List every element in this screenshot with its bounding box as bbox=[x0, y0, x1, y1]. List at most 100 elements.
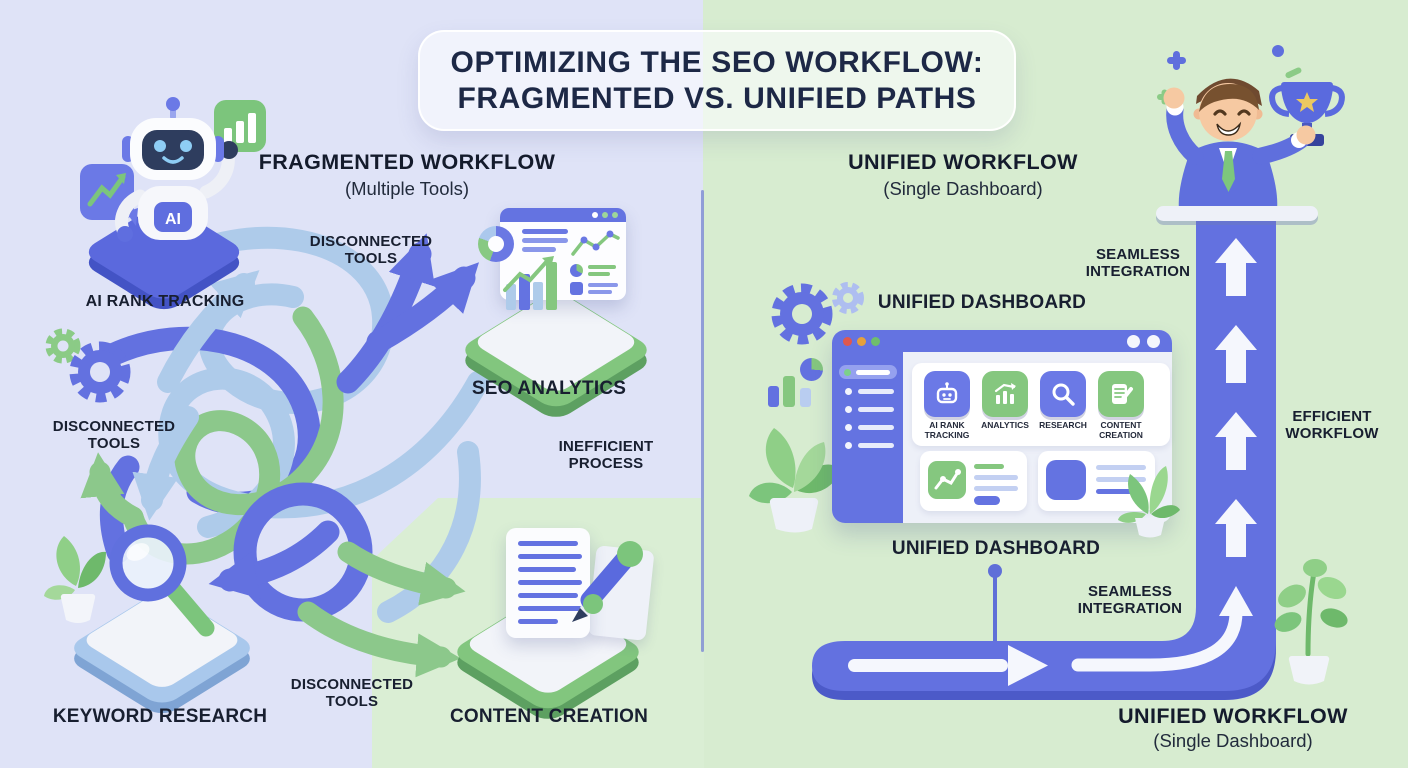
raised-arm bbox=[1166, 101, 1204, 165]
right-section-heading: UNIFIED WORKFLOW (Single Dashboard) bbox=[848, 150, 1078, 200]
report-card bbox=[920, 451, 1027, 511]
plant-icon bbox=[1118, 466, 1180, 538]
label-efficient-workflow: EFFICIENT WORKFLOW bbox=[1285, 408, 1379, 443]
window-dot-orange bbox=[857, 337, 866, 346]
module-label: CONTENT CREATION bbox=[1099, 420, 1143, 440]
text-line bbox=[588, 283, 618, 287]
title-banner: OPTIMIZING THE SEO WORKFLOW: FRAGMENTED … bbox=[418, 30, 1016, 131]
label-inefficient-process: INEFFICIENT PROCESS bbox=[558, 438, 654, 473]
window-dot-green bbox=[871, 337, 880, 346]
left-subheading: (Multiple Tools) bbox=[344, 178, 470, 199]
tie bbox=[1222, 151, 1235, 192]
gears-icon bbox=[45, 328, 131, 403]
pie-chart-icon bbox=[800, 358, 823, 381]
text-line bbox=[522, 247, 556, 252]
document-edit-icon bbox=[1112, 384, 1133, 404]
label-seamless-integration-top: SEAMLESS INTEGRATION bbox=[1085, 246, 1191, 281]
document-illustration bbox=[506, 528, 590, 638]
text-line bbox=[522, 229, 568, 234]
module-tile-content bbox=[1098, 371, 1144, 417]
hand bbox=[1296, 125, 1316, 145]
blue-tile bbox=[1046, 460, 1086, 500]
panel-divider-line bbox=[701, 190, 704, 652]
label-disconnected-tools-bottom: DISCONNECTED TOOLS bbox=[290, 676, 414, 711]
bar-chart-icon bbox=[994, 383, 1016, 404]
workflow-path bbox=[812, 214, 1276, 691]
label-unified-dashboard-top: UNIFIED DASHBOARD bbox=[877, 292, 1087, 313]
podium-platform bbox=[1156, 206, 1318, 221]
sidebar-item bbox=[845, 406, 852, 413]
chat-bubble-bars-icon bbox=[210, 100, 266, 158]
arrow-head-right bbox=[1008, 645, 1048, 686]
title-line-1: OPTIMIZING THE SEO WORKFLOW: bbox=[450, 46, 984, 79]
module-tile-analytics bbox=[982, 371, 1028, 417]
dashboard-sidebar bbox=[832, 352, 903, 523]
sparkle-dot-icon bbox=[1272, 45, 1284, 57]
bar-chart-growth-icon bbox=[503, 256, 557, 310]
donut-chart-icon bbox=[478, 226, 514, 262]
modules-card: AI RANK TRACKING ANALYTICS RESEARCH CONT… bbox=[912, 363, 1170, 446]
scatter-line-icon bbox=[934, 469, 961, 490]
eye bbox=[1237, 109, 1251, 116]
search-icon bbox=[1052, 383, 1075, 406]
label-disconnected-tools-mid: DISCONNECTED TOOLS bbox=[52, 418, 176, 453]
ai-robot-illustration: AI bbox=[80, 97, 266, 242]
small-gear-icon bbox=[832, 282, 864, 314]
text-line bbox=[588, 272, 610, 276]
plant-icon bbox=[1274, 559, 1348, 685]
label-unified-dashboard-bottom: UNIFIED DASHBOARD bbox=[891, 538, 1101, 559]
label-keyword-research: KEYWORD RESEARCH bbox=[52, 706, 268, 727]
module-tile-ai-rank bbox=[924, 371, 970, 417]
robot-icon bbox=[936, 382, 958, 404]
text-line bbox=[588, 265, 616, 269]
text-line bbox=[522, 238, 568, 243]
arrow-shaft bbox=[848, 659, 1008, 672]
sidebar-item bbox=[845, 424, 852, 431]
curved-arrow-line bbox=[1071, 605, 1243, 672]
chart-tile bbox=[928, 461, 966, 499]
window-dot bbox=[592, 212, 598, 218]
module-label: RESEARCH bbox=[1039, 420, 1087, 430]
plant-icon bbox=[749, 428, 841, 533]
right-heading: UNIFIED WORKFLOW bbox=[848, 150, 1078, 174]
label-seamless-integration-bottom: SEAMLESS INTEGRATION bbox=[1077, 583, 1183, 618]
line-chart-icon bbox=[571, 230, 620, 256]
robot-chest-badge: AI bbox=[165, 211, 181, 228]
sparkle-dash-icon bbox=[1285, 67, 1302, 79]
eye bbox=[1213, 109, 1227, 116]
text-line bbox=[588, 290, 612, 294]
arrow-head-up bbox=[1219, 586, 1253, 616]
smile bbox=[1216, 121, 1242, 136]
large-gear-icon bbox=[771, 283, 833, 345]
footer-heading: UNIFIED WORKFLOW bbox=[1118, 704, 1348, 728]
label-disconnected-tools-top: DISCONNECTED TOOLS bbox=[309, 233, 433, 268]
footer-subheading: (Single Dashboard) bbox=[1153, 730, 1313, 751]
sidebar-item bbox=[845, 388, 852, 395]
hair-front bbox=[1199, 84, 1259, 112]
connector-line bbox=[993, 577, 997, 642]
bar-icon bbox=[768, 386, 779, 407]
left-heading: FRAGMENTED WORKFLOW bbox=[258, 150, 556, 174]
label-ai-rank-tracking: AI RANK TRACKING bbox=[85, 293, 245, 310]
sidebar-item bbox=[845, 442, 852, 449]
window-circle bbox=[1147, 335, 1160, 348]
pie-chart-icon bbox=[570, 264, 583, 277]
module-label: ANALYTICS bbox=[981, 420, 1029, 430]
connector-dot bbox=[988, 564, 1002, 578]
right-footer-heading: UNIFIED WORKFLOW (Single Dashboard) bbox=[1118, 704, 1348, 752]
fist bbox=[1163, 87, 1185, 109]
pen-icon bbox=[572, 541, 643, 622]
label-content-creation: CONTENT CREATION bbox=[449, 706, 649, 727]
right-subheading: (Single Dashboard) bbox=[883, 178, 1043, 199]
label-seo-analytics: SEO ANALYTICS bbox=[471, 378, 627, 399]
window-circle bbox=[1127, 335, 1140, 348]
window-dot bbox=[612, 212, 618, 218]
seo-analytics-window bbox=[478, 208, 626, 310]
large-gear-icon bbox=[69, 341, 131, 403]
sidebar-item-active bbox=[839, 365, 897, 379]
left-section-heading: FRAGMENTED WORKFLOW (Multiple Tools) bbox=[259, 150, 556, 200]
gears-icon bbox=[771, 282, 864, 345]
module-label: AI RANK TRACKING bbox=[924, 420, 970, 440]
tile-icon bbox=[570, 282, 583, 295]
